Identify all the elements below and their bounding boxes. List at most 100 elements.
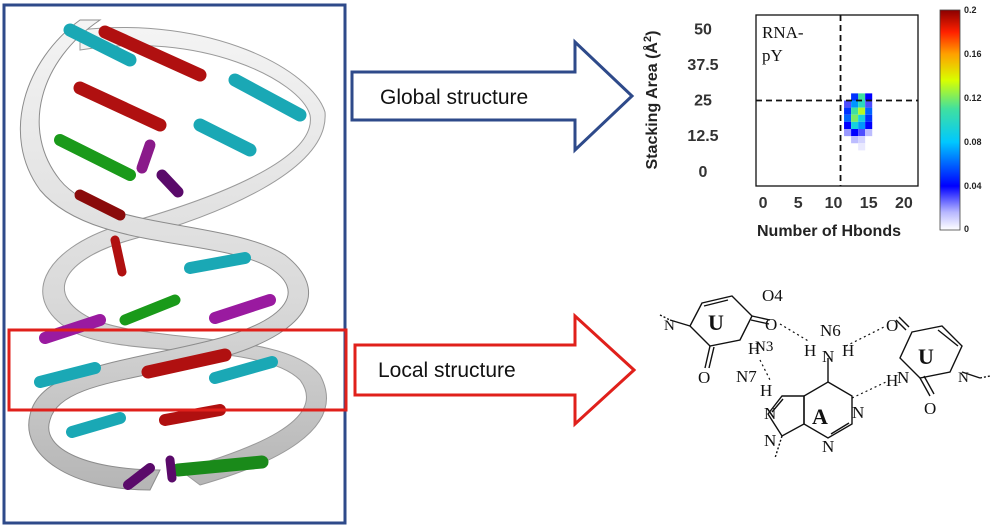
stacking-hbond-heatmap: RNA- pY 0 5 10 15 20 0 12.5 25 37.5 50 Number of… [642,5,982,240]
base-rod [184,252,251,274]
atom-n-a3: N [822,437,834,456]
base-rod [66,412,126,438]
base-rod [156,169,184,198]
atom-o-right-top: O [886,316,898,335]
x-tick-label: 15 [860,195,878,212]
heatmap-cell [851,129,859,137]
label-n3: N3 [755,339,773,355]
base-rod [54,134,136,181]
heatmap-cell [858,107,866,115]
heatmap-cell [844,121,852,129]
x-axis-title: Number of Hbonds [757,223,901,240]
heatmap-cell [851,100,859,108]
base-rod [209,294,276,324]
x-tick-label: 10 [825,195,843,212]
base-rod [74,189,126,221]
atom-n-right: N [897,368,909,387]
colorbar-tick-label: 0.04 [964,181,982,191]
x-tick-label: 5 [794,195,803,212]
base-rod [159,404,226,426]
local-structure-label: Local structure [378,359,516,382]
y-axis-title: Stacking Area (Å2) [642,31,661,170]
base-rod [63,23,137,67]
atom-n-a7: N [764,404,776,423]
heatmap-cell [844,100,852,108]
atom-h-n6a: H [804,341,816,360]
x-tick-labels: 0 5 10 15 20 [759,195,913,212]
label-o4: O4 [762,286,783,305]
atom-o-right-bottom: O [924,399,936,418]
base-rod [119,294,181,326]
base-rod [228,73,307,122]
heatmap-cell [858,93,866,101]
colorbar-tick-label: 0.2 [964,5,977,15]
heatmap-cell [865,121,873,129]
base-rod [165,455,177,483]
atom-n-left: N [664,318,675,334]
helix-frame [2,3,347,525]
label-n7: N7 [736,367,757,386]
base-rod [136,139,156,174]
y-tick-label: 0 [699,164,708,181]
heatmap-cell [865,129,873,137]
atom-h-right: H [886,371,898,390]
heatmap-cell [858,143,866,151]
heatmap-cell [858,114,866,122]
heatmap-cells [844,93,873,151]
base-rod [171,455,269,477]
heatmap-cell [844,129,852,137]
label-n6: N6 [820,321,841,340]
reference-lines [756,15,918,186]
heatmap-cell [851,136,859,144]
y-tick-label: 25 [694,93,712,110]
heatmap-cell [858,100,866,108]
x-tick-label: 20 [895,195,913,212]
heatmap-cell [851,114,859,122]
atom-h-n3: H [748,339,760,358]
colorbar-tick-label: 0 [964,224,969,234]
base-rod [209,356,278,384]
heatmap-cell [844,114,852,122]
heatmap-cell [865,100,873,108]
atom-o-left-c4: O [765,315,777,334]
colorbar-tick-labels: 00.040.080.120.160.2 [964,5,982,234]
atom-n6: N [822,347,834,366]
base-triple-structure [659,295,991,459]
heatmap-cell [858,129,866,137]
right-uracil-ring [899,325,963,379]
atom-n-a9: N [764,431,776,450]
y-tick-label: 37.5 [687,57,718,74]
y-tick-label: 50 [694,21,712,38]
adenine-five-ring [767,395,805,437]
uracil-left-letter: U [708,310,724,335]
y-tick-labels: 0 12.5 25 37.5 50 [687,21,718,181]
base-rod [98,25,207,82]
uracil-right-letter: U [918,344,934,369]
base-rod [34,362,101,388]
x-tick-label: 0 [759,195,768,212]
chem-labels: U N O O O4 H N3 N6 H N H N7 H A N N N N … [664,286,969,456]
adenine-letter: A [812,404,828,429]
heatmap-cell [844,107,852,115]
base-rod [73,81,167,132]
global-structure-arrow: Global structure [350,38,635,154]
atom-n-right2: N [958,370,969,386]
rna-helix-illustration [19,19,327,491]
colorbar-tick-label: 0.12 [964,93,982,103]
global-structure-label: Global structure [380,86,528,109]
heatmap-cell [851,121,859,129]
heatmap-cell [851,93,859,101]
colorbar-tick-label: 0.16 [964,49,982,59]
atom-o-left-c2: O [698,368,710,387]
atom-h-n6b: H [842,341,854,360]
y-tick-label: 12.5 [687,128,718,145]
panel-label-line1: RNA- [762,23,804,42]
heatmap-cell [858,121,866,129]
base-rod [193,118,257,157]
heatmap-cell [865,107,873,115]
panel-label-line2: pY [762,46,783,65]
atom-n-a1: N [852,403,864,422]
heatmap-cell [858,136,866,144]
heatmap-cell [851,107,859,115]
